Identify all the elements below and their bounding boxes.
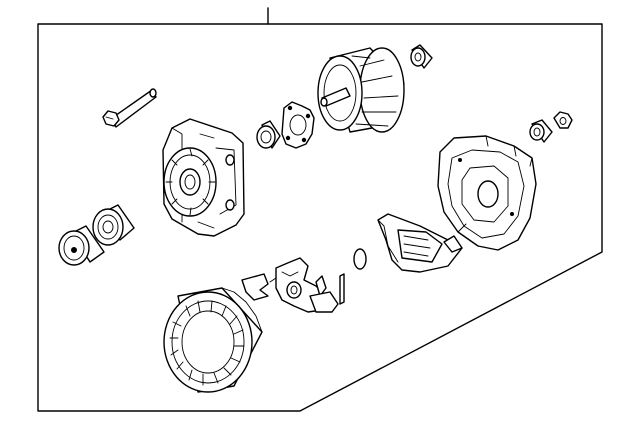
front-pulley-inner	[93, 205, 134, 245]
diagram-frame	[38, 24, 602, 411]
seal-strip	[340, 274, 344, 304]
rear-housing	[438, 136, 536, 250]
terminal-insulator	[530, 120, 552, 142]
bearing-retainer-plate	[282, 102, 314, 148]
brush-holder	[378, 214, 462, 272]
terminal-nut	[554, 112, 572, 128]
stator	[164, 288, 262, 392]
regulator-plate	[242, 258, 338, 312]
bearing	[257, 121, 280, 148]
front-housing	[163, 119, 244, 236]
snap-ring	[354, 249, 366, 269]
rotor	[318, 48, 404, 132]
rotor-rear-bearing	[411, 45, 432, 68]
through-bolt	[103, 89, 156, 127]
front-pulley-outer	[59, 226, 104, 265]
